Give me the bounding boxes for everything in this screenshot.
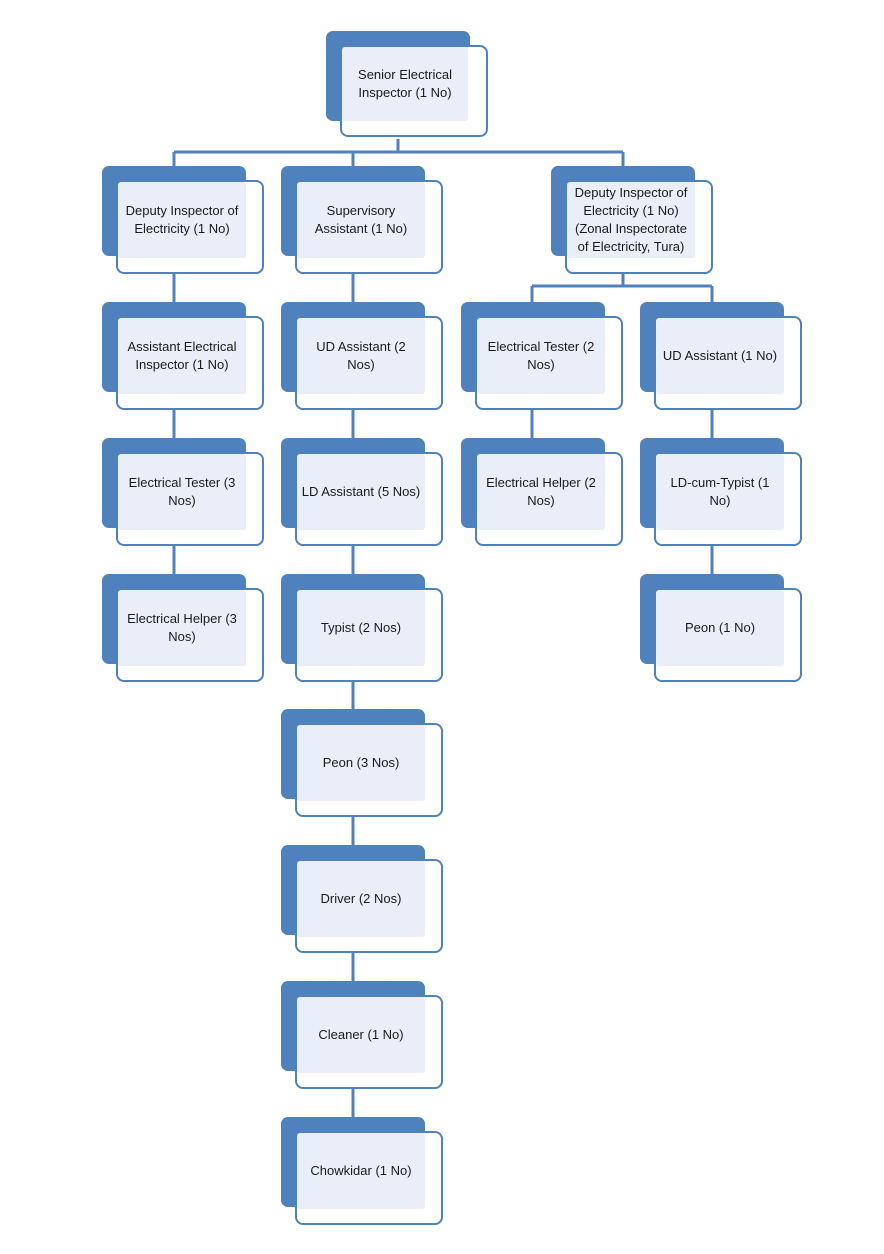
node-label: Driver (2 Nos) bbox=[297, 861, 425, 937]
node-label: Electrical Tester (2 Nos) bbox=[477, 318, 605, 394]
node-label: Peon (3 Nos) bbox=[297, 725, 425, 801]
node-label: Electrical Tester (3 Nos) bbox=[118, 454, 246, 530]
node-label: Typist (2 Nos) bbox=[297, 590, 425, 666]
node-label: Deputy Inspector of Electricity (1 No) (… bbox=[567, 182, 695, 258]
node-label: Deputy Inspector of Electricity (1 No) bbox=[118, 182, 246, 258]
node-label: Cleaner (1 No) bbox=[297, 997, 425, 1073]
node-label: Supervisory Assistant (1 No) bbox=[297, 182, 425, 258]
node-label: UD Assistant (1 No) bbox=[656, 318, 784, 394]
node-label: Assistant Electrical Inspector (1 No) bbox=[118, 318, 246, 394]
node-label: Electrical Helper (3 Nos) bbox=[118, 590, 246, 666]
node-label: Chowkidar (1 No) bbox=[297, 1133, 425, 1209]
node-label: Electrical Helper (2 Nos) bbox=[477, 454, 605, 530]
node-label: LD-cum-Typist (1 No) bbox=[656, 454, 784, 530]
node-label: UD Assistant (2 Nos) bbox=[297, 318, 425, 394]
node-label: LD Assistant (5 Nos) bbox=[297, 454, 425, 530]
node-label: Peon (1 No) bbox=[656, 590, 784, 666]
node-label: Senior Electrical Inspector (1 No) bbox=[342, 47, 468, 121]
